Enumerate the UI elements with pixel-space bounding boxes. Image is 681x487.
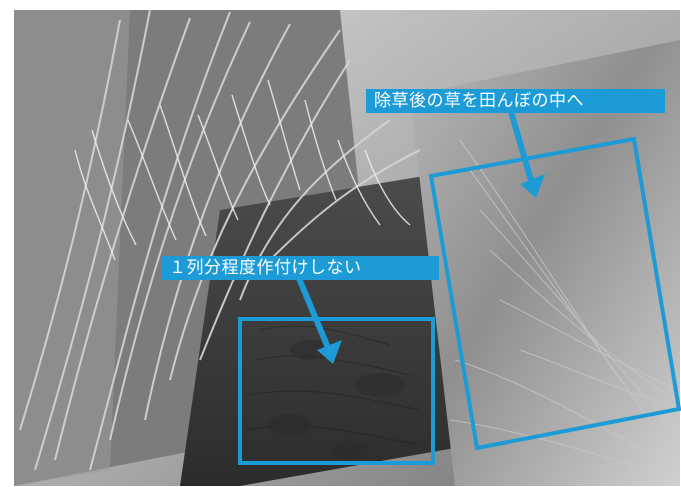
weed-to-field-label: 除草後の草を田んぼの中へ [366, 89, 665, 113]
unplanted-row-label: １列分程度作付けしない [161, 256, 439, 280]
middle-arrow-head [317, 340, 342, 364]
unplanted-row-outline [238, 317, 435, 465]
middle-arrow-line [295, 273, 332, 353]
top-arrow-line [507, 105, 535, 187]
weed-area-outline [428, 136, 681, 451]
top-arrow-head [520, 174, 545, 198]
